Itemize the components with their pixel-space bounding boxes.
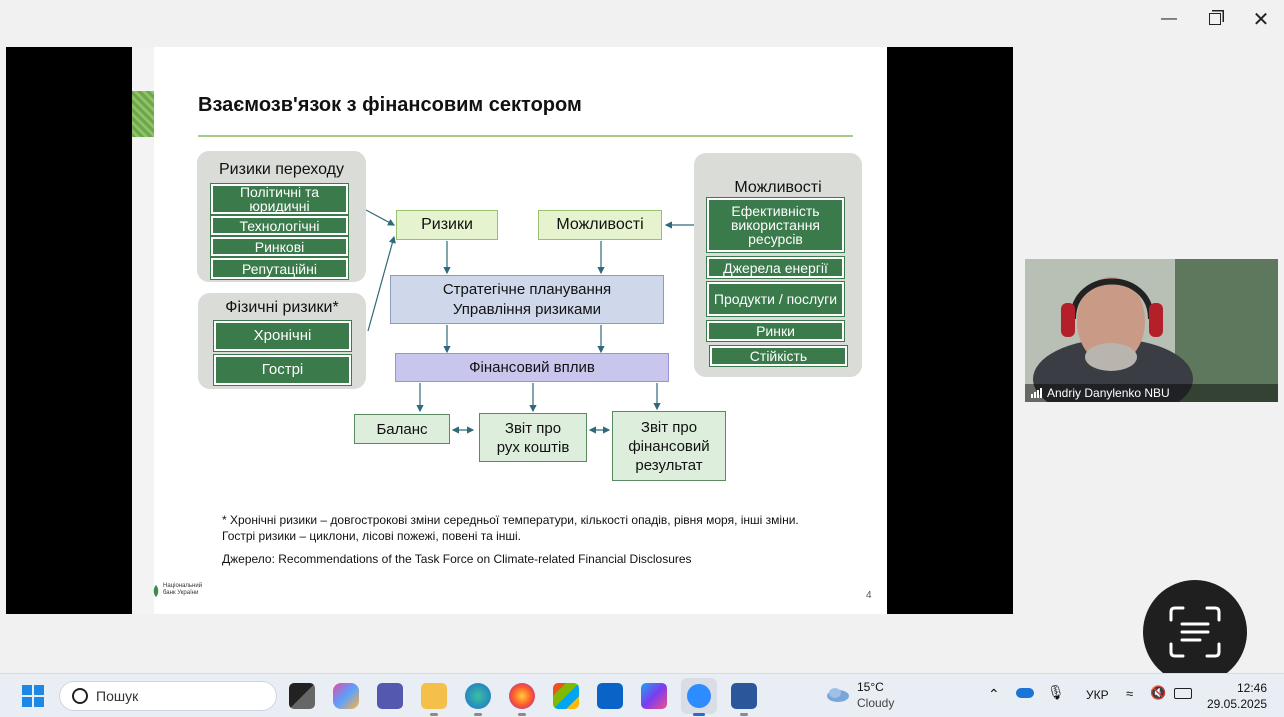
diagram-arrows — [365, 209, 694, 434]
windows-logo-icon — [22, 685, 44, 707]
strategy-line: Стратегічне планування — [442, 280, 612, 298]
windows-start-button[interactable] — [20, 683, 46, 709]
edge-icon[interactable] — [465, 683, 491, 709]
onedrive-icon[interactable] — [1016, 688, 1034, 698]
physical-risk-item: Гострі — [213, 354, 352, 386]
opportunities-box: Можливості — [538, 210, 662, 240]
physical-risk-item: Хронічні — [213, 320, 352, 352]
running-indicator — [430, 713, 438, 716]
cloud-icon — [826, 686, 850, 702]
opportunity-item: Джерела енергії — [706, 256, 845, 279]
close-icon: ✕ — [1252, 8, 1270, 31]
weather-desc[interactable]: Cloudy — [857, 696, 895, 710]
copilot-icon[interactable] — [333, 683, 359, 709]
strategic-planning-box: Стратегічне планування Управління ризика… — [390, 275, 664, 324]
minimize-button[interactable]: — — [1146, 0, 1192, 38]
nbu-logo-icon — [152, 584, 160, 597]
participant-name-bar: Andriy Danylenko NBU — [1025, 384, 1278, 402]
cashflow-line: рух коштів — [496, 438, 570, 456]
opportunities-panel: Можливості Ефективність використання рес… — [694, 153, 862, 377]
pnl-line: фінансовий — [628, 437, 710, 455]
clock-time[interactable]: 12:46 — [1237, 681, 1268, 695]
opportunities-title: Можливості — [734, 179, 822, 196]
running-indicator — [474, 713, 482, 716]
transition-risk-item: Репутаційні — [210, 257, 349, 280]
participant-avatar — [1025, 259, 1278, 402]
pnl-line: результат — [635, 456, 703, 474]
microphone-icon[interactable]: 🎙 — [1047, 684, 1065, 700]
wifi-icon[interactable]: ≈ — [1126, 686, 1134, 701]
pnl-line: Звіт про — [640, 418, 698, 436]
scan-text-icon — [1169, 606, 1221, 658]
transition-risks-title: Ризики переходу — [219, 161, 344, 178]
minimize-icon: — — [1161, 10, 1177, 27]
logo-line: банк України — [163, 590, 199, 596]
language-indicator[interactable]: УКР — [1086, 688, 1109, 702]
slide-title: Взаємозв'язок з фінансовим сектором — [198, 94, 582, 116]
text-capture-button[interactable] — [1143, 580, 1247, 684]
presentation-slide: Взаємозв'язок з фінансовим сектором Ризи… — [132, 47, 887, 614]
leaf-pattern — [132, 91, 154, 137]
teams-icon[interactable] — [377, 683, 403, 709]
transition-risk-item: Ринкові — [210, 236, 349, 257]
strategy-line: Управління ризиками — [452, 300, 602, 318]
taskbar: Пошук 15°C Cloudy ⌃ 🎙 УКР ≈ 🔇 12:46 29.0… — [0, 673, 1284, 717]
physical-risks-title: Фізичні ризики* — [225, 299, 339, 316]
restore-icon — [1209, 13, 1221, 25]
chevron-up-icon[interactable]: ⌃ — [988, 686, 1000, 702]
m365-icon[interactable] — [641, 683, 667, 709]
store-icon[interactable] — [553, 683, 579, 709]
weather-temp[interactable]: 15°C — [857, 680, 884, 694]
restore-button[interactable] — [1192, 0, 1238, 38]
zoom-taskbar-button[interactable] — [681, 678, 717, 714]
risks-box: Ризики — [396, 210, 498, 240]
firefox-icon[interactable] — [509, 683, 535, 709]
opportunity-item: Продукти / послуги — [706, 281, 845, 317]
nbu-logo-text: Національний банк України — [163, 583, 202, 597]
footnote-line: * Хронічні ризики – довгострокові зміни … — [222, 513, 799, 527]
source-note: Джерело: Recommendations of the Task For… — [222, 552, 692, 566]
running-indicator — [518, 713, 526, 716]
search-placeholder: Пошук — [96, 688, 139, 704]
zoom-icon — [687, 684, 711, 708]
footnote-line: Гострі ризики – циклони, лісові пожежі, … — [222, 529, 522, 543]
active-indicator — [693, 713, 705, 716]
participant-name: Andriy Danylenko NBU — [1047, 386, 1170, 400]
cashflow-box: Звіт про рух коштів — [479, 413, 587, 462]
signal-bars-icon — [1031, 388, 1042, 398]
speaker-muted-icon[interactable]: 🔇 — [1150, 685, 1167, 700]
logo-line: Національний — [163, 583, 203, 589]
balance-box: Баланс — [354, 414, 450, 444]
pnl-box: Звіт про фінансовий результат — [612, 411, 726, 481]
taskbar-search[interactable]: Пошук — [59, 681, 277, 711]
outlook-icon[interactable] — [597, 683, 623, 709]
search-icon — [72, 688, 88, 704]
transition-risk-item: Технологічні — [210, 215, 349, 236]
financial-impact-box: Фінансовий вплив — [395, 353, 669, 382]
transition-risk-item: Політичні та юридичні — [210, 183, 349, 215]
close-button[interactable]: ✕ — [1238, 0, 1284, 38]
page-number: 4 — [866, 590, 872, 601]
running-indicator — [740, 713, 748, 716]
physical-risks-panel: Фізичні ризики* Хронічні Гострі — [198, 293, 366, 389]
task-view-icon[interactable] — [289, 683, 315, 709]
participant-video[interactable]: Andriy Danylenko NBU — [1025, 259, 1278, 402]
file-explorer-icon[interactable] — [421, 683, 447, 709]
opportunity-item: Ринки — [706, 320, 845, 342]
transition-risks-panel: Ризики переходу Політичні та юридичні Те… — [197, 151, 366, 282]
cashflow-line: Звіт про — [504, 419, 562, 437]
battery-icon[interactable] — [1174, 688, 1192, 699]
word-icon[interactable] — [731, 683, 757, 709]
opportunity-item: Стійкість — [709, 345, 848, 367]
slide-left-strip — [132, 47, 154, 614]
clock-date[interactable]: 29.05.2025 — [1207, 697, 1268, 711]
title-divider — [198, 135, 853, 137]
opportunity-item: Ефективність використання ресурсів — [706, 197, 845, 253]
